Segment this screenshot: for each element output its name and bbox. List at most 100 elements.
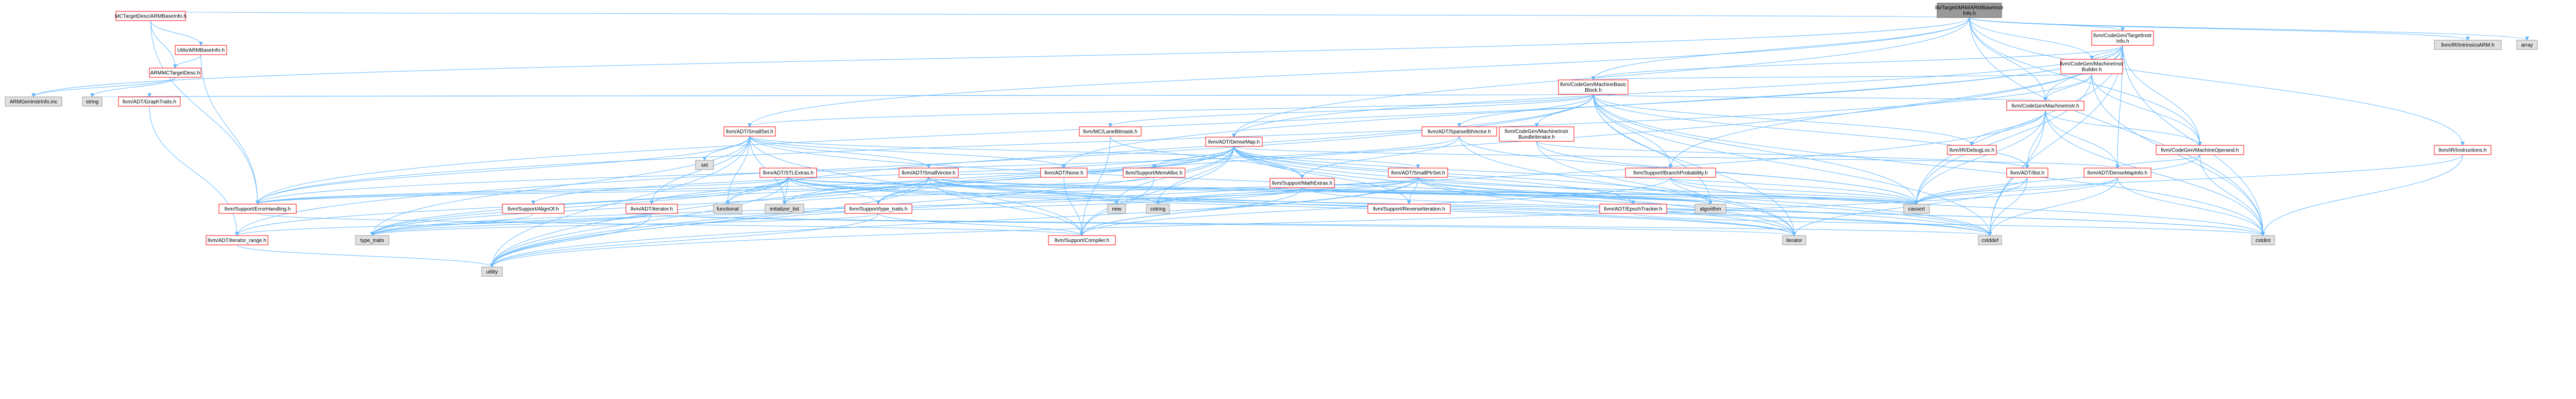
edge-root-to-machineop xyxy=(1969,17,2202,146)
graph-node-mathextras[interactable]: llvm/Support/MathExtras.h xyxy=(1269,178,1335,188)
graph-node-box xyxy=(1269,178,1335,188)
graph-node-smallvector[interactable]: llvm/ADT/SmallVector.h xyxy=(899,168,959,178)
graph-node-label: llvm/CodeGen/MachineInstr.h xyxy=(2011,104,2079,109)
graph-node-alignof[interactable]: llvm/Support/AlignOf.h xyxy=(502,204,565,214)
edge-root-to-densemap xyxy=(1232,17,1970,138)
edge-root-to-mib xyxy=(1969,17,2094,60)
edge-densemap-to-memalloc xyxy=(1152,146,1234,169)
graph-node-box xyxy=(1694,204,1726,214)
edge-iterator-to-iterator_std xyxy=(651,213,1796,236)
graph-node-box xyxy=(1079,126,1142,137)
graph-node-memalloc[interactable]: llvm/Support/MemAlloc.h xyxy=(1123,168,1185,178)
graph-node-iterator[interactable]: llvm/ADT/iterator.h xyxy=(625,204,678,214)
edge-errhandling-to-compiler xyxy=(257,213,1084,236)
graph-node-box xyxy=(1978,235,2002,245)
graph-node-label: llvm/ADT/ilist.h xyxy=(2010,171,2044,176)
graph-node-lanebitmask[interactable]: llvm/MC/LaneBitmask.h xyxy=(1079,126,1142,137)
edge-mib-to-machineop xyxy=(2091,73,2202,146)
edge-mbb-to-cassert xyxy=(1593,94,1919,205)
graph-node-smallptrset[interactable]: llvm/ADT/SmallPtrSet.h xyxy=(1388,168,1448,178)
graph-node-string: string xyxy=(82,96,103,107)
graph-node-machineop[interactable]: llvm/CodeGen/MachineOperand.h xyxy=(2156,145,2244,155)
graph-node-box xyxy=(1123,168,1185,178)
edge-stlextras-to-iterator_std xyxy=(788,177,1797,236)
graph-node-irdebugloc[interactable]: llvm/IR/DebugLoc.h xyxy=(1947,145,1997,155)
graph-node-densemap[interactable]: llvm/ADT/DenseMap.h xyxy=(1205,137,1263,147)
edge-mib-to-mbb xyxy=(1591,73,2092,80)
edge-smallvector-to-utility xyxy=(490,177,929,268)
graph-node-poisoning[interactable]: llvm/Support/ReverseIteration.h xyxy=(1367,204,1451,214)
edge-smallset-to-type_traits xyxy=(370,136,750,236)
graph-node-label: llvm/Support/type_traits.h xyxy=(850,207,908,212)
edge-branchprob-to-algorithm xyxy=(1670,177,1713,205)
graph-node-typetraits_support[interactable]: llvm/Support/type_traits.h xyxy=(844,204,912,214)
graph-node-ilist[interactable]: llvm/ADT/ilist.h xyxy=(2006,168,2048,178)
graph-node-epochtracker[interactable]: llvm/ADT/EpochTracker.h xyxy=(1599,204,1667,214)
graph-node-adtnone[interactable]: llvm/ADT/None.h xyxy=(1040,168,1088,178)
graph-node-label: iterator xyxy=(1786,238,1803,244)
graph-node-new: new xyxy=(1107,204,1126,214)
graph-node-armmctd[interactable]: ARMMCTargetDesc.h xyxy=(149,68,201,78)
graph-node-mibundle[interactable]: llvm/CodeGen/MachineInstrBundleIterator.… xyxy=(1499,126,1574,142)
edge-codegentii-to-mib xyxy=(2090,45,2123,60)
graph-node-label: llvm/ADT/iterator_range.h xyxy=(208,238,266,244)
graph-node-label: llvm/ADT/None.h xyxy=(1044,171,1083,176)
edge-iterator-to-cstddef xyxy=(651,213,1992,236)
edge-smallvector-to-algorithm xyxy=(928,177,1713,205)
edge-machineinstr-to-cstdint xyxy=(2045,110,2265,236)
graph-node-mctarget[interactable]: MCTargetDesc/ARMBaseInfo.h xyxy=(115,11,187,21)
graph-node-sparsebv[interactable]: llvm/ADT/SparseBitVector.h xyxy=(1421,126,1497,137)
graph-node-errhandling[interactable]: llvm/Support/ErrorHandling.h xyxy=(218,204,297,214)
graph-node-irinstrs[interactable]: llvm/IR/Instructions.h xyxy=(2434,145,2492,155)
edge-codegentii-to-cstdint xyxy=(2122,45,2265,236)
graph-node-label: llvm/ADT/iterator.h xyxy=(631,207,673,212)
graph-node-box xyxy=(175,45,227,55)
edge-codegentii-to-utility xyxy=(490,45,2123,268)
graph-node-label: llvm/IR/Instructions.h xyxy=(2439,148,2487,154)
graph-node-compiler[interactable]: llvm/Support/Compiler.h xyxy=(1048,235,1116,245)
graph-node-label: functional xyxy=(717,207,739,212)
edge-smallptrset-to-cassert xyxy=(1418,177,1919,205)
edge-root-to-mctarget xyxy=(150,11,1970,18)
edge-lanebitmask-to-mathextras xyxy=(1110,136,1304,179)
edge-smallset-to-smallptrset xyxy=(749,136,1420,169)
edge-typetraits_support-to-compiler xyxy=(878,213,1084,236)
graph-node-stlextras[interactable]: llvm/ADT/STLExtras.h xyxy=(759,168,817,178)
edge-codegentii-to-mbb xyxy=(1591,45,2123,80)
graph-node-armgen: ARMGenInstrInfo.inc xyxy=(5,96,62,107)
edge-codegentii-to-cstddef xyxy=(1988,45,2123,236)
edge-root-to-irinstrs xyxy=(1969,17,2465,146)
edge-stlextras-to-errhandling xyxy=(256,177,789,205)
edge-smallset-to-smallvector xyxy=(749,136,931,169)
edge-armmctd-to-armgen xyxy=(31,77,176,97)
graph-node-cstdint: cstdint xyxy=(2251,235,2275,245)
graph-node-box xyxy=(1782,235,1806,245)
edge-smallptrset-to-poisoning xyxy=(1407,177,1418,205)
graph-node-label: llvm/ADT/SmallSet.h xyxy=(726,129,773,135)
edge-machineop-to-densemapinfo xyxy=(2115,154,2200,169)
graph-node-smallset[interactable]: llvm/ADT/SmallSet.h xyxy=(723,126,776,137)
graph-node-utils_armbase[interactable]: Utils/ARMBaseInfo.h xyxy=(175,45,227,55)
graph-node-graphtraits[interactable]: llvm/ADT/GraphTraits.h xyxy=(118,96,181,107)
edge-ilist-to-cstddef xyxy=(1988,177,2028,236)
graph-node-box xyxy=(1040,168,1088,178)
edge-densemap-to-type_traits xyxy=(370,146,1234,236)
graph-node-label: ARMGenInstrInfo.inc xyxy=(10,99,58,105)
graph-node-branchprob[interactable]: llvm/Support/BranchProbability.h xyxy=(1625,168,1716,178)
graph-node-densemapinfo[interactable]: llvm/ADT/DenseMapInfo.h xyxy=(2083,168,2151,178)
edge-smallset-to-adtnone xyxy=(749,136,1066,169)
edge-mibundle-to-ilist xyxy=(1536,141,2029,169)
graph-node-box xyxy=(1599,204,1667,214)
edge-mathextras-to-cassert xyxy=(1302,187,1919,205)
graph-node-iterrange[interactable]: llvm/ADT/iterator_range.h xyxy=(206,235,268,245)
edge-smallptrset-to-utility xyxy=(490,177,1418,268)
graph-node-box xyxy=(115,11,186,21)
graph-node-label: array xyxy=(2521,43,2533,48)
graph-node-machineinstr[interactable]: llvm/CodeGen/MachineInstr.h xyxy=(2006,101,2084,111)
edge-codegentii-to-cassert xyxy=(1914,45,2123,205)
edge-mctarget-to-armmctd xyxy=(150,20,177,69)
